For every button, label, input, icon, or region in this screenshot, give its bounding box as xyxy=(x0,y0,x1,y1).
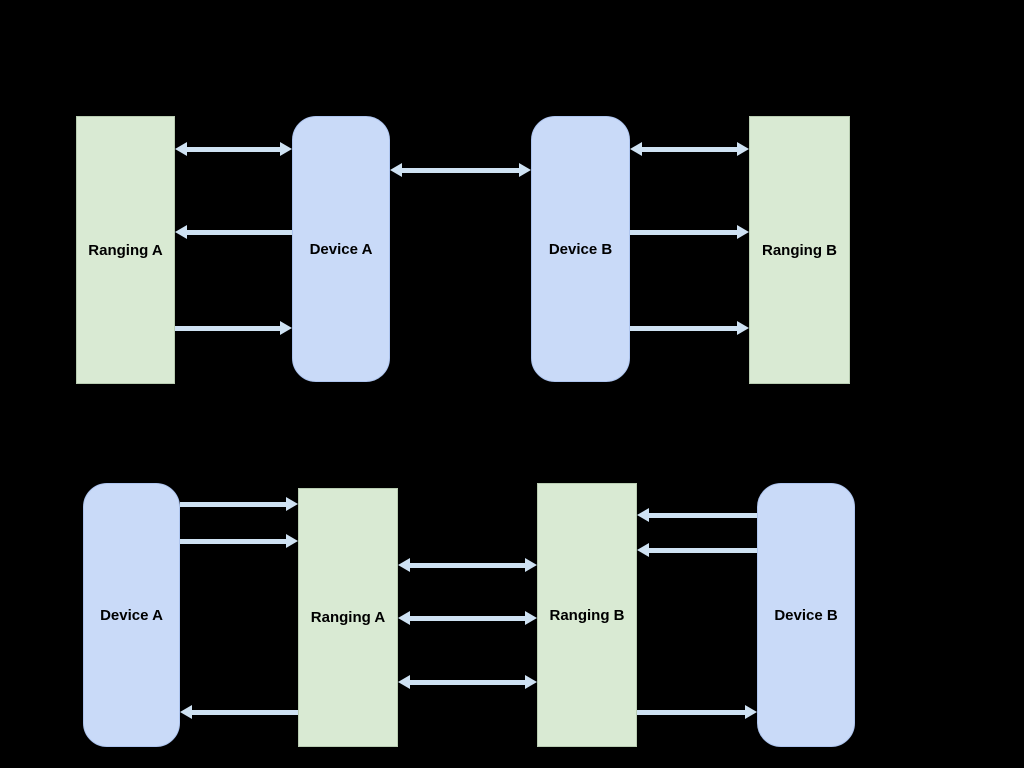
node-bottom-device-b: Device B xyxy=(757,483,855,747)
arrow-bottom-rangingB-to-deviceB xyxy=(637,704,757,720)
arrowhead-right-icon xyxy=(737,321,749,335)
arrow-bottom-deviceA-to-rangingA-1 xyxy=(180,496,298,512)
node-top-ranging-b: Ranging B xyxy=(749,116,850,384)
node-label-bottom-ranging-a: Ranging A xyxy=(310,609,386,626)
arrow-shaft xyxy=(404,679,531,685)
arrowhead-right-icon xyxy=(525,675,537,689)
arrow-bottom-deviceB-to-rangingB-2 xyxy=(637,542,757,558)
arrowhead-left-icon xyxy=(390,163,402,177)
arrow-shaft xyxy=(396,167,525,173)
node-label-bottom-device-b: Device B xyxy=(774,606,838,624)
arrowhead-left-icon xyxy=(175,225,187,239)
arrow-shaft xyxy=(630,325,743,331)
arrow-top-rangingA-deviceA-bidir xyxy=(175,141,292,157)
node-label-bottom-ranging-b: Ranging B xyxy=(549,606,625,624)
arrow-shaft xyxy=(175,325,286,331)
arrowhead-right-icon xyxy=(737,225,749,239)
arrow-bottom-deviceB-to-rangingB-1 xyxy=(637,507,757,523)
arrow-shaft xyxy=(180,501,292,507)
node-top-device-b: Device B xyxy=(531,116,630,382)
arrowhead-left-icon xyxy=(175,142,187,156)
arrow-shaft xyxy=(636,146,743,152)
arrow-top-rangingA-to-deviceA xyxy=(175,320,292,336)
arrow-bottom-rangingA-rangingB-bidir-2 xyxy=(398,610,537,626)
node-bottom-ranging-a: Ranging A xyxy=(298,488,398,747)
node-label-top-device-b: Device B xyxy=(548,240,613,258)
node-label-top-device-a: Device A xyxy=(309,240,373,258)
arrow-bottom-rangingA-rangingB-bidir-1 xyxy=(398,557,537,573)
node-label-top-ranging-a: Ranging A xyxy=(88,241,163,259)
arrowhead-right-icon xyxy=(525,611,537,625)
node-top-device-a: Device A xyxy=(292,116,390,382)
arrowhead-left-icon xyxy=(398,558,410,572)
arrow-top-deviceA-to-rangingA xyxy=(175,224,292,240)
arrowhead-left-icon xyxy=(180,705,192,719)
arrow-top-deviceA-deviceB-bidir xyxy=(390,162,531,178)
arrow-shaft xyxy=(630,229,743,235)
arrow-bottom-rangingA-to-deviceA xyxy=(180,704,298,720)
arrow-top-deviceB-to-rangingB-2 xyxy=(630,320,749,336)
node-bottom-device-a: Device A xyxy=(83,483,180,747)
arrowhead-right-icon xyxy=(280,321,292,335)
arrow-shaft xyxy=(404,615,531,621)
arrow-shaft xyxy=(643,547,757,553)
arrowhead-right-icon xyxy=(286,534,298,548)
arrowhead-left-icon xyxy=(637,508,649,522)
arrow-shaft xyxy=(404,562,531,568)
arrowhead-right-icon xyxy=(286,497,298,511)
arrowhead-right-icon xyxy=(519,163,531,177)
arrow-shaft xyxy=(186,709,298,715)
arrowhead-right-icon xyxy=(745,705,757,719)
arrowhead-left-icon xyxy=(398,675,410,689)
arrowhead-left-icon xyxy=(637,543,649,557)
arrowhead-right-icon xyxy=(525,558,537,572)
arrow-bottom-deviceA-to-rangingA-2 xyxy=(180,533,298,549)
arrowhead-right-icon xyxy=(280,142,292,156)
arrowhead-left-icon xyxy=(398,611,410,625)
node-top-ranging-a: Ranging A xyxy=(76,116,175,384)
arrow-top-deviceB-to-rangingB-1 xyxy=(630,224,749,240)
arrow-top-deviceB-rangingB-bidir xyxy=(630,141,749,157)
arrow-bottom-rangingA-rangingB-bidir-3 xyxy=(398,674,537,690)
arrow-shaft xyxy=(181,146,286,152)
arrowhead-right-icon xyxy=(737,142,749,156)
node-bottom-ranging-b: Ranging B xyxy=(537,483,637,747)
arrow-shaft xyxy=(637,709,751,715)
arrow-shaft xyxy=(181,229,292,235)
arrow-shaft xyxy=(180,538,292,544)
node-label-top-ranging-b: Ranging B xyxy=(762,241,837,259)
arrow-shaft xyxy=(643,512,757,518)
arrowhead-left-icon xyxy=(630,142,642,156)
node-label-bottom-device-a: Device A xyxy=(100,606,163,624)
